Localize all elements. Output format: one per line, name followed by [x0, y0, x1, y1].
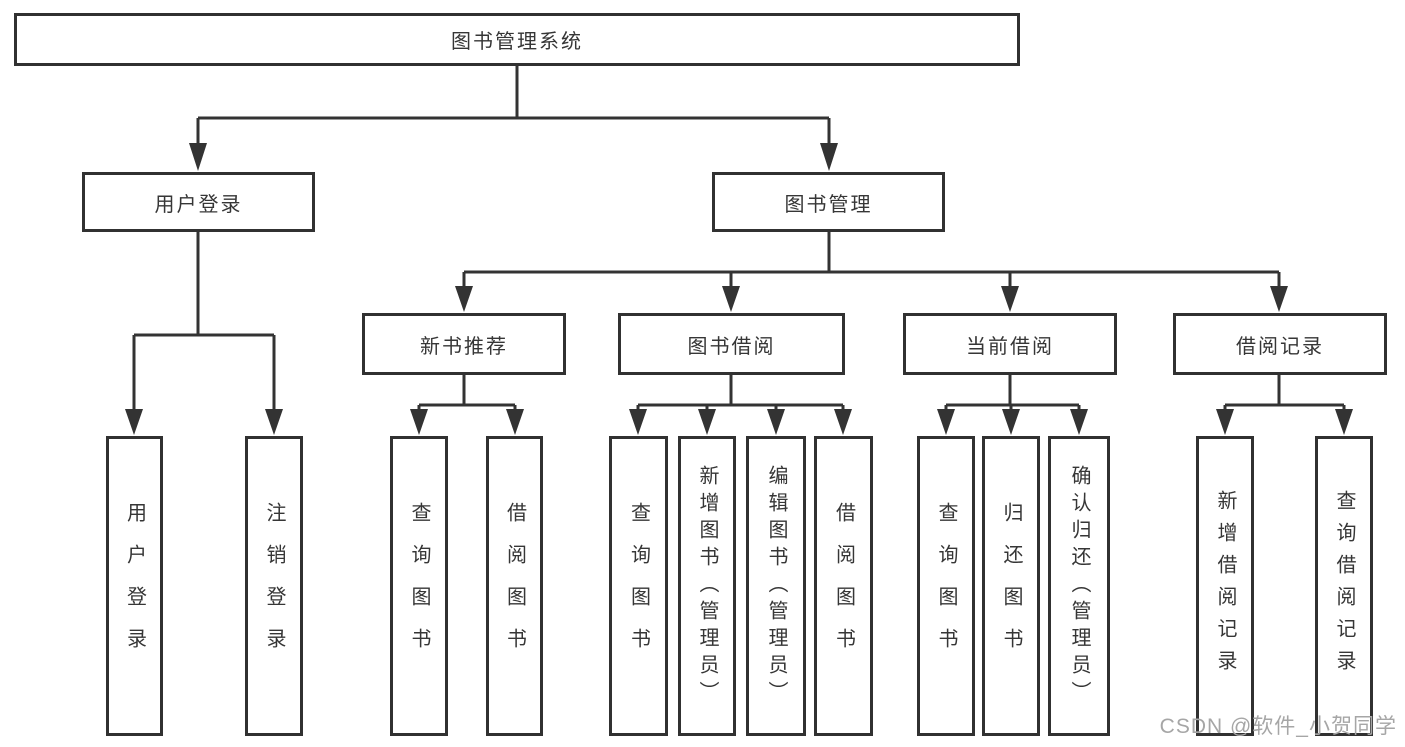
leaf-label: 查询图书 — [935, 502, 957, 670]
node-library-management-system: 图书管理系统 — [14, 13, 1020, 66]
leaf-add-borrow-record: 新增借阅记录 — [1196, 436, 1254, 736]
leaf-borrow-books: 借阅图书 — [814, 436, 873, 736]
leaf-label: 查询借阅记录 — [1333, 490, 1355, 682]
leaf-label: 查询图书 — [408, 502, 430, 670]
node-label: 当前借阅 — [966, 335, 1054, 358]
leaf-label: 借阅图书 — [832, 502, 855, 670]
node-label: 新书推荐 — [420, 335, 508, 358]
leaf-label: 新增图书（管理员） — [696, 464, 718, 708]
node-label: 用户登录 — [154, 193, 243, 216]
leaf-confirm-return-admin: 确认归还（管理员） — [1048, 436, 1110, 736]
leaf-user-login: 用户登录 — [106, 436, 163, 736]
node-label: 借阅记录 — [1236, 335, 1324, 358]
node-label: 图书借阅 — [687, 335, 776, 358]
node-new-book-recommend: 新书推荐 — [362, 313, 566, 375]
node-user-login: 用户登录 — [82, 172, 315, 232]
leaf-borrow-books-recommend: 借阅图书 — [486, 436, 543, 736]
leaf-return-books: 归还图书 — [982, 436, 1040, 736]
leaf-label: 归还图书 — [1000, 502, 1022, 670]
leaf-label: 编辑图书（管理员） — [765, 464, 787, 708]
leaf-edit-books-admin: 编辑图书（管理员） — [746, 436, 806, 736]
leaf-label: 注销登录 — [263, 502, 285, 670]
csdn-watermark: CSDN @软件_小贺同学 — [1159, 715, 1397, 738]
leaf-add-books-admin: 新增图书（管理员） — [678, 436, 736, 736]
leaf-logout: 注销登录 — [245, 436, 303, 736]
leaf-query-borrow-record: 查询借阅记录 — [1315, 436, 1373, 736]
node-label: 图书管理 — [784, 193, 873, 216]
leaf-label: 新增借阅记录 — [1214, 490, 1236, 682]
leaf-label: 查询图书 — [627, 502, 650, 670]
node-label: 图书管理系统 — [451, 31, 583, 53]
node-book-management: 图书管理 — [712, 172, 945, 232]
leaf-label: 借阅图书 — [503, 502, 526, 670]
node-book-borrowing: 图书借阅 — [618, 313, 845, 375]
leaf-query-books-current: 查询图书 — [917, 436, 975, 736]
leaf-label: 用户登录 — [123, 502, 146, 670]
leaf-query-books-recommend: 查询图书 — [390, 436, 448, 736]
leaf-query-books-borrow: 查询图书 — [609, 436, 668, 736]
node-borrow-records: 借阅记录 — [1173, 313, 1387, 375]
leaf-label: 确认归还（管理员） — [1068, 464, 1090, 708]
node-current-borrowing: 当前借阅 — [903, 313, 1117, 375]
